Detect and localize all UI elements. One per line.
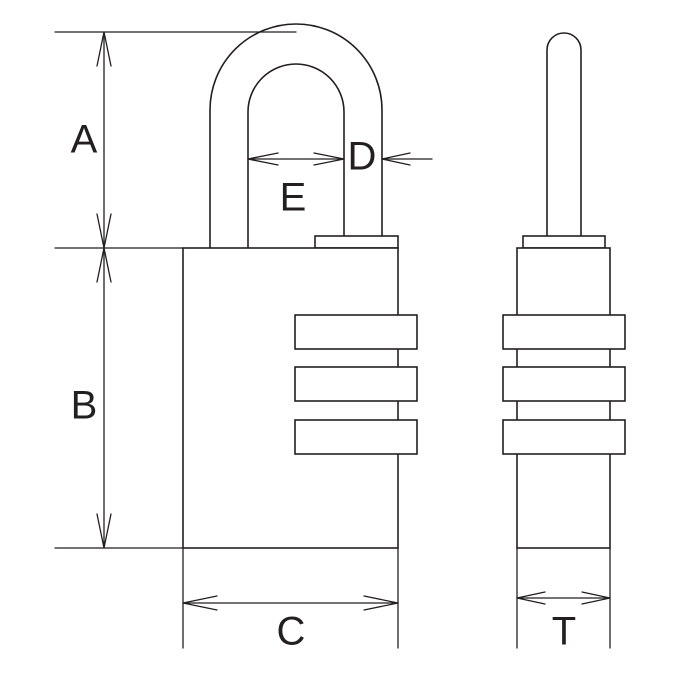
label-c: C [277,610,306,654]
dimension-d [381,152,433,166]
dimension-a [96,31,112,249]
side-shackle [546,32,582,237]
label-t: T [552,610,576,654]
dimension-e [247,152,345,166]
dimension-t [516,591,611,605]
extension-lines [54,31,611,649]
side-dial-1 [502,314,626,350]
dial-3 [294,419,418,455]
dial-1 [294,314,418,350]
shackle-outer [209,23,383,249]
shackle-inner [247,63,345,249]
label-e: E [280,176,307,220]
dimension-c [182,595,399,611]
label-d: D [348,135,377,179]
label-a: A [71,118,98,162]
side-dial-2 [502,366,626,402]
dial-2 [294,366,418,402]
label-b: B [71,384,98,428]
side-collar [522,235,606,249]
shackle-collar [314,235,399,249]
dimension-b [96,247,112,549]
side-dial-3 [502,419,626,455]
side-view [502,32,626,549]
front-view [182,23,418,549]
